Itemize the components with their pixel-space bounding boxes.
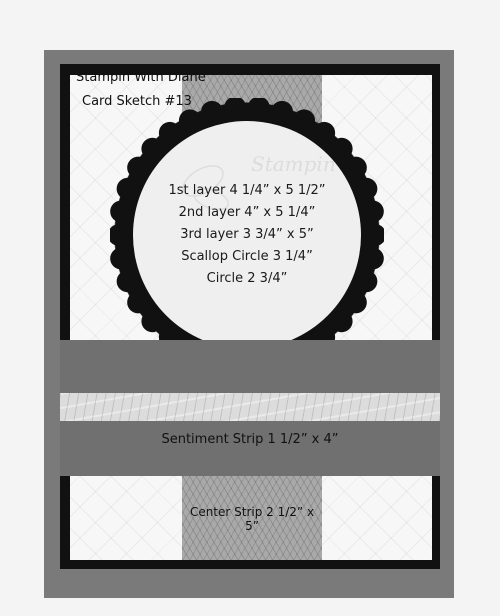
header-title: Stampin With Diane xyxy=(76,70,206,85)
scallop-bump xyxy=(330,310,353,333)
scallop-bump xyxy=(127,291,150,314)
scallop-bump xyxy=(247,98,270,119)
scallop-bump xyxy=(127,156,150,179)
watermark-text: Stampin xyxy=(251,152,336,176)
scallop-bump xyxy=(110,224,130,246)
scallop-bump xyxy=(141,137,164,160)
scallop-bump xyxy=(361,247,384,270)
scallop-bump xyxy=(116,177,139,200)
scallop-bump xyxy=(271,100,294,123)
scallop-bump xyxy=(344,156,367,179)
scallop-bump xyxy=(361,200,384,223)
scallop-circle-text: Scallop Circle 3 1/4” xyxy=(181,249,313,264)
scallop-bump xyxy=(330,137,353,160)
scallop-bump xyxy=(355,177,378,200)
white-circle: Stampin 1st layer 4 1/4” x 5 1/2” 2nd la… xyxy=(133,121,361,349)
scallop-bump xyxy=(178,109,201,132)
circle-size-text: Circle 2 3/4” xyxy=(206,271,288,286)
scallop-bump xyxy=(313,121,336,144)
scallop-bump xyxy=(110,247,133,270)
silver-strip xyxy=(60,393,440,421)
scallop-bump xyxy=(364,224,384,246)
scallop-bump xyxy=(110,200,133,223)
scallop-bump xyxy=(344,291,367,314)
layer-1-text: 1st layer 4 1/4” x 5 1/2” xyxy=(168,183,326,198)
scallop-bump xyxy=(116,270,139,293)
scallop-bump xyxy=(355,270,378,293)
scallop-bump xyxy=(141,310,164,333)
header-subtitle: Card Sketch #13 xyxy=(82,94,192,109)
scallop-bump xyxy=(200,100,223,123)
scallop-bump xyxy=(293,109,316,132)
scallop-bump xyxy=(224,98,247,119)
layer-2-text: 2nd layer 4” x 5 1/4” xyxy=(178,205,316,220)
center-strip-label: Center Strip 2 1/2” x 5” xyxy=(189,505,315,533)
layer-3-text: 3rd layer 3 3/4” x 5” xyxy=(180,227,314,242)
sentiment-strip-label: Sentiment Strip 1 1/2” x 4” xyxy=(161,432,339,447)
watermark-logo: Stampin xyxy=(182,152,336,211)
scallop-bump xyxy=(158,121,181,144)
